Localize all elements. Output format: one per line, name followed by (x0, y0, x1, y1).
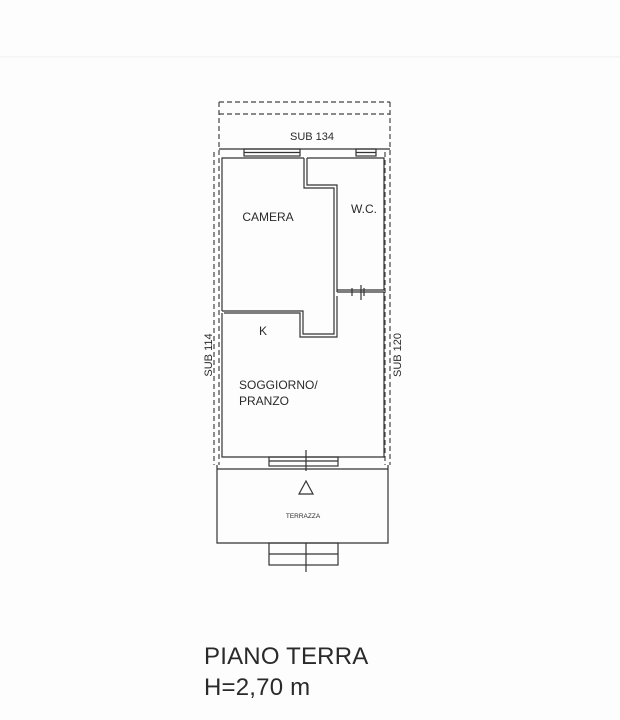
neighbor-boundary (213, 101, 391, 465)
label-camera: CAMERA (242, 210, 293, 224)
terrace-outline (216, 465, 389, 544)
floor-caption: PIANO TERRA (204, 643, 369, 670)
steps (268, 542, 339, 572)
label-kitchen: K (259, 324, 267, 338)
label-sub-120: SUB 120 (392, 333, 404, 377)
label-sub-134: SUB 134 (290, 131, 334, 143)
label-living-2: PRANZO (239, 394, 289, 408)
door-terrace (268, 450, 339, 471)
window-wc (355, 148, 377, 157)
label-sub-114: SUB 114 (203, 333, 215, 376)
label-living-1: SOGGIORNO/ (239, 378, 318, 392)
window-camera (243, 148, 301, 157)
label-wc: W.C. (351, 202, 377, 216)
height-caption: H=2,70 m (204, 674, 311, 701)
room-wc-walls (307, 157, 385, 300)
page-divider (0, 56, 620, 58)
label-terrace: TERRAZZA (286, 513, 321, 520)
entrance-triangle-icon (297, 479, 315, 495)
room-camera-walls (221, 157, 338, 338)
